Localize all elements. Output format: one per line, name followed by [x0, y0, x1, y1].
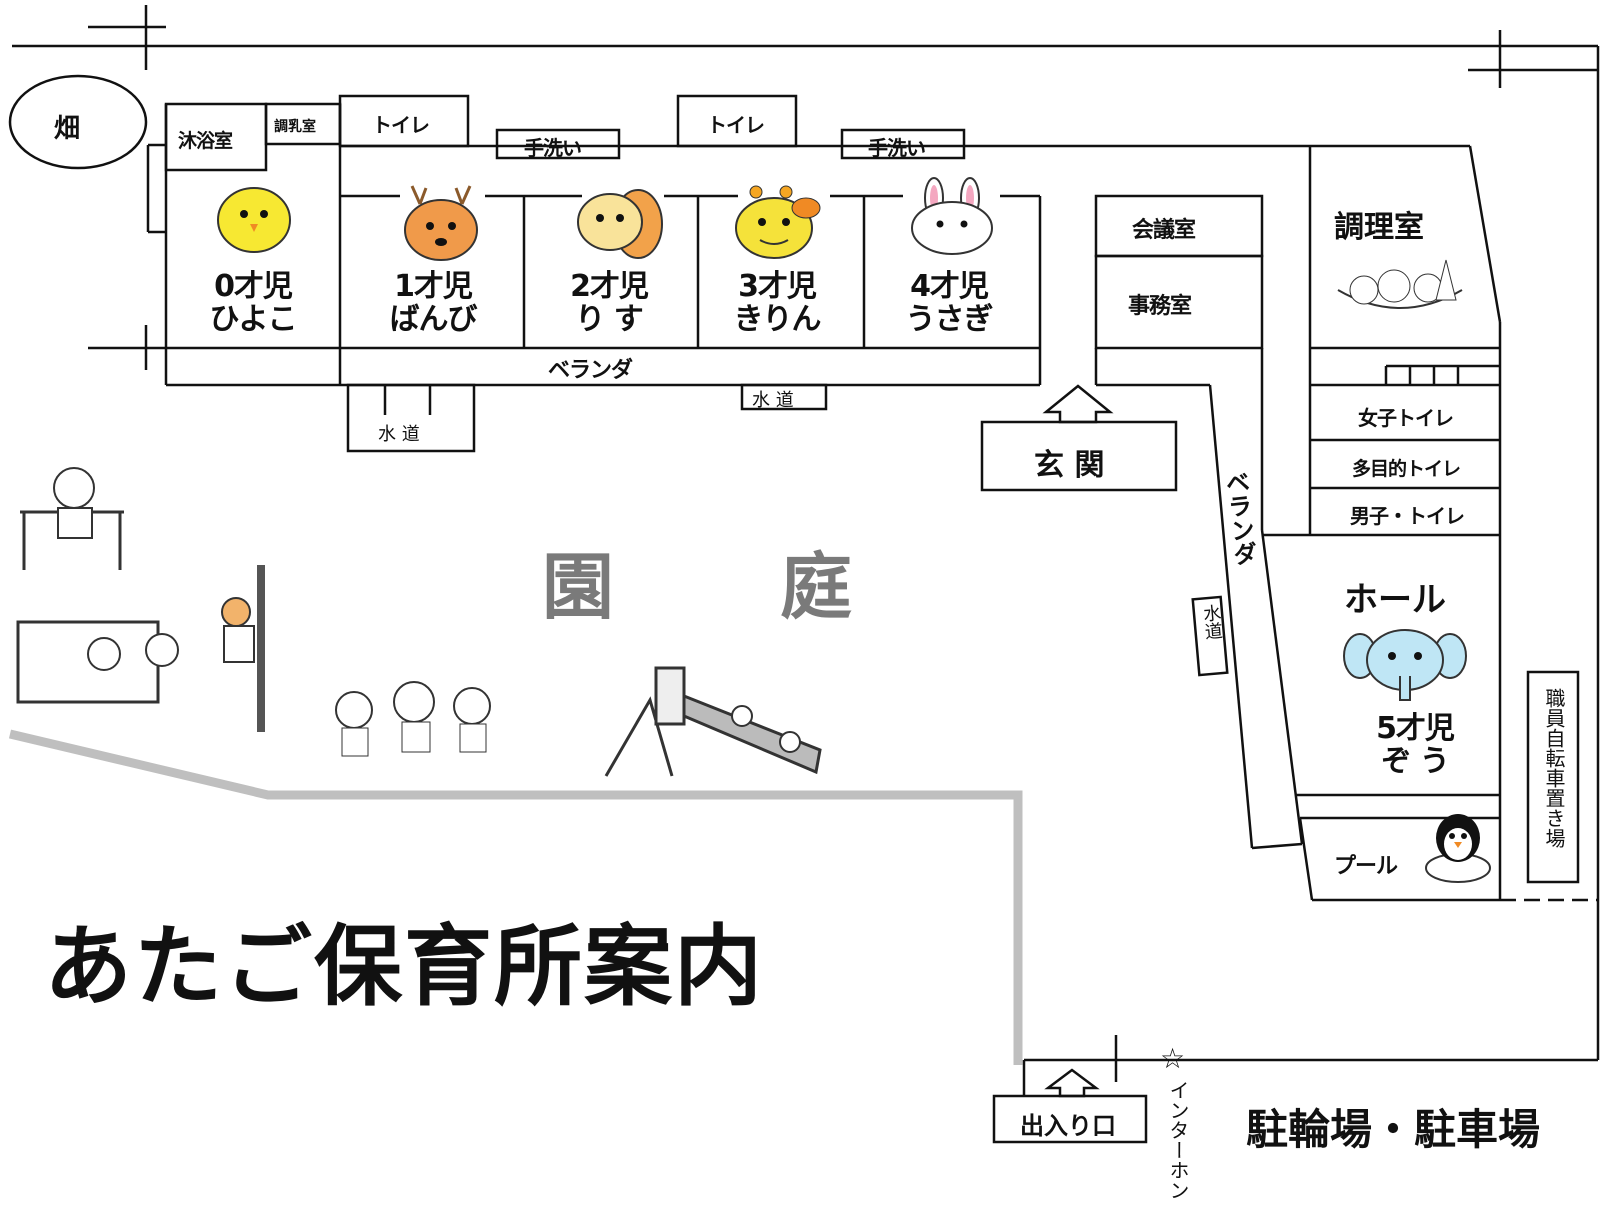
rabbit-icon — [911, 177, 993, 255]
horizontal-bar-kid-icon — [20, 467, 124, 570]
class-name: ばんび — [389, 302, 478, 337]
class-name: きりん — [733, 302, 822, 337]
girls-toilet: 女子トイレ — [1358, 406, 1454, 430]
page-title: あたご保育所案内 — [44, 915, 765, 1018]
bath-room: 沐浴室 — [178, 130, 233, 152]
water-tap-1: 水 道 — [378, 424, 420, 445]
garden-fence — [8, 729, 1023, 1065]
entrance-label: 玄 関 — [1034, 448, 1105, 483]
giraffe-icon — [735, 185, 821, 259]
class-name: ぞ う — [1381, 744, 1449, 779]
pool-label: プール — [1334, 854, 1398, 879]
class-name: うさぎ — [905, 302, 994, 337]
kitchen-room: 調理室 — [1334, 210, 1424, 245]
garden-char-1: 園 — [542, 545, 615, 629]
elephant-icon — [1343, 629, 1467, 701]
handwash-1: 手洗い — [524, 136, 582, 160]
dancing-kids-icon — [335, 681, 491, 757]
multipurpose-toilet: 多目的トイレ — [1352, 458, 1461, 480]
veranda-top: ベランダ — [548, 358, 633, 383]
squirrel-icon — [577, 189, 663, 259]
vegetables-icon — [1337, 259, 1463, 309]
field-outline — [8, 74, 148, 170]
class-age: 4才児 — [910, 269, 989, 304]
boys-toilet: 男子・トイレ — [1350, 504, 1465, 528]
parking-label: 駐輪場・駐車場 — [1246, 1105, 1541, 1154]
hall-room: ホール — [1344, 580, 1446, 620]
class-name: ひよこ — [209, 302, 298, 337]
rabbits-on-slide-icon — [731, 705, 801, 753]
deer-icon — [404, 185, 478, 261]
field-label: 畑 — [54, 114, 81, 144]
office-room: 事務室 — [1128, 294, 1192, 319]
toilet-1: トイレ — [372, 113, 430, 137]
handwash-2: 手洗い — [868, 136, 926, 160]
nursing-room: 調乳室 — [274, 119, 316, 135]
intercom-star: ☆ — [1160, 1042, 1186, 1075]
garden-char-2: 庭 — [780, 545, 853, 629]
class-name: り す — [575, 302, 643, 337]
class-age: 1才児 — [394, 269, 473, 304]
water-tap-3: 水道 — [1199, 603, 1224, 641]
water-tap-2: 水 道 — [752, 390, 794, 411]
penguin-icon — [1425, 814, 1491, 883]
chick-icon — [217, 187, 291, 253]
staff-bike-parking: 職員自転車置き場 — [1542, 688, 1566, 848]
entrance-gate: 出入り口 — [1020, 1112, 1116, 1140]
intercom-label: インターホン — [1166, 1080, 1190, 1200]
class-age: 3才児 — [738, 269, 817, 304]
slide-icon — [604, 666, 822, 777]
meeting-room: 会議室 — [1132, 218, 1196, 243]
class-age: 2才児 — [570, 269, 649, 304]
jungle-gym-kids-icon — [16, 620, 179, 704]
class-age: 5才児 — [1376, 711, 1455, 746]
pole-climbing-kid-icon — [221, 597, 255, 663]
class-room-5: 5才児 ぞ う — [1362, 712, 1468, 778]
toilet-2: トイレ — [707, 113, 765, 137]
class-age: 0才児 — [214, 269, 293, 304]
